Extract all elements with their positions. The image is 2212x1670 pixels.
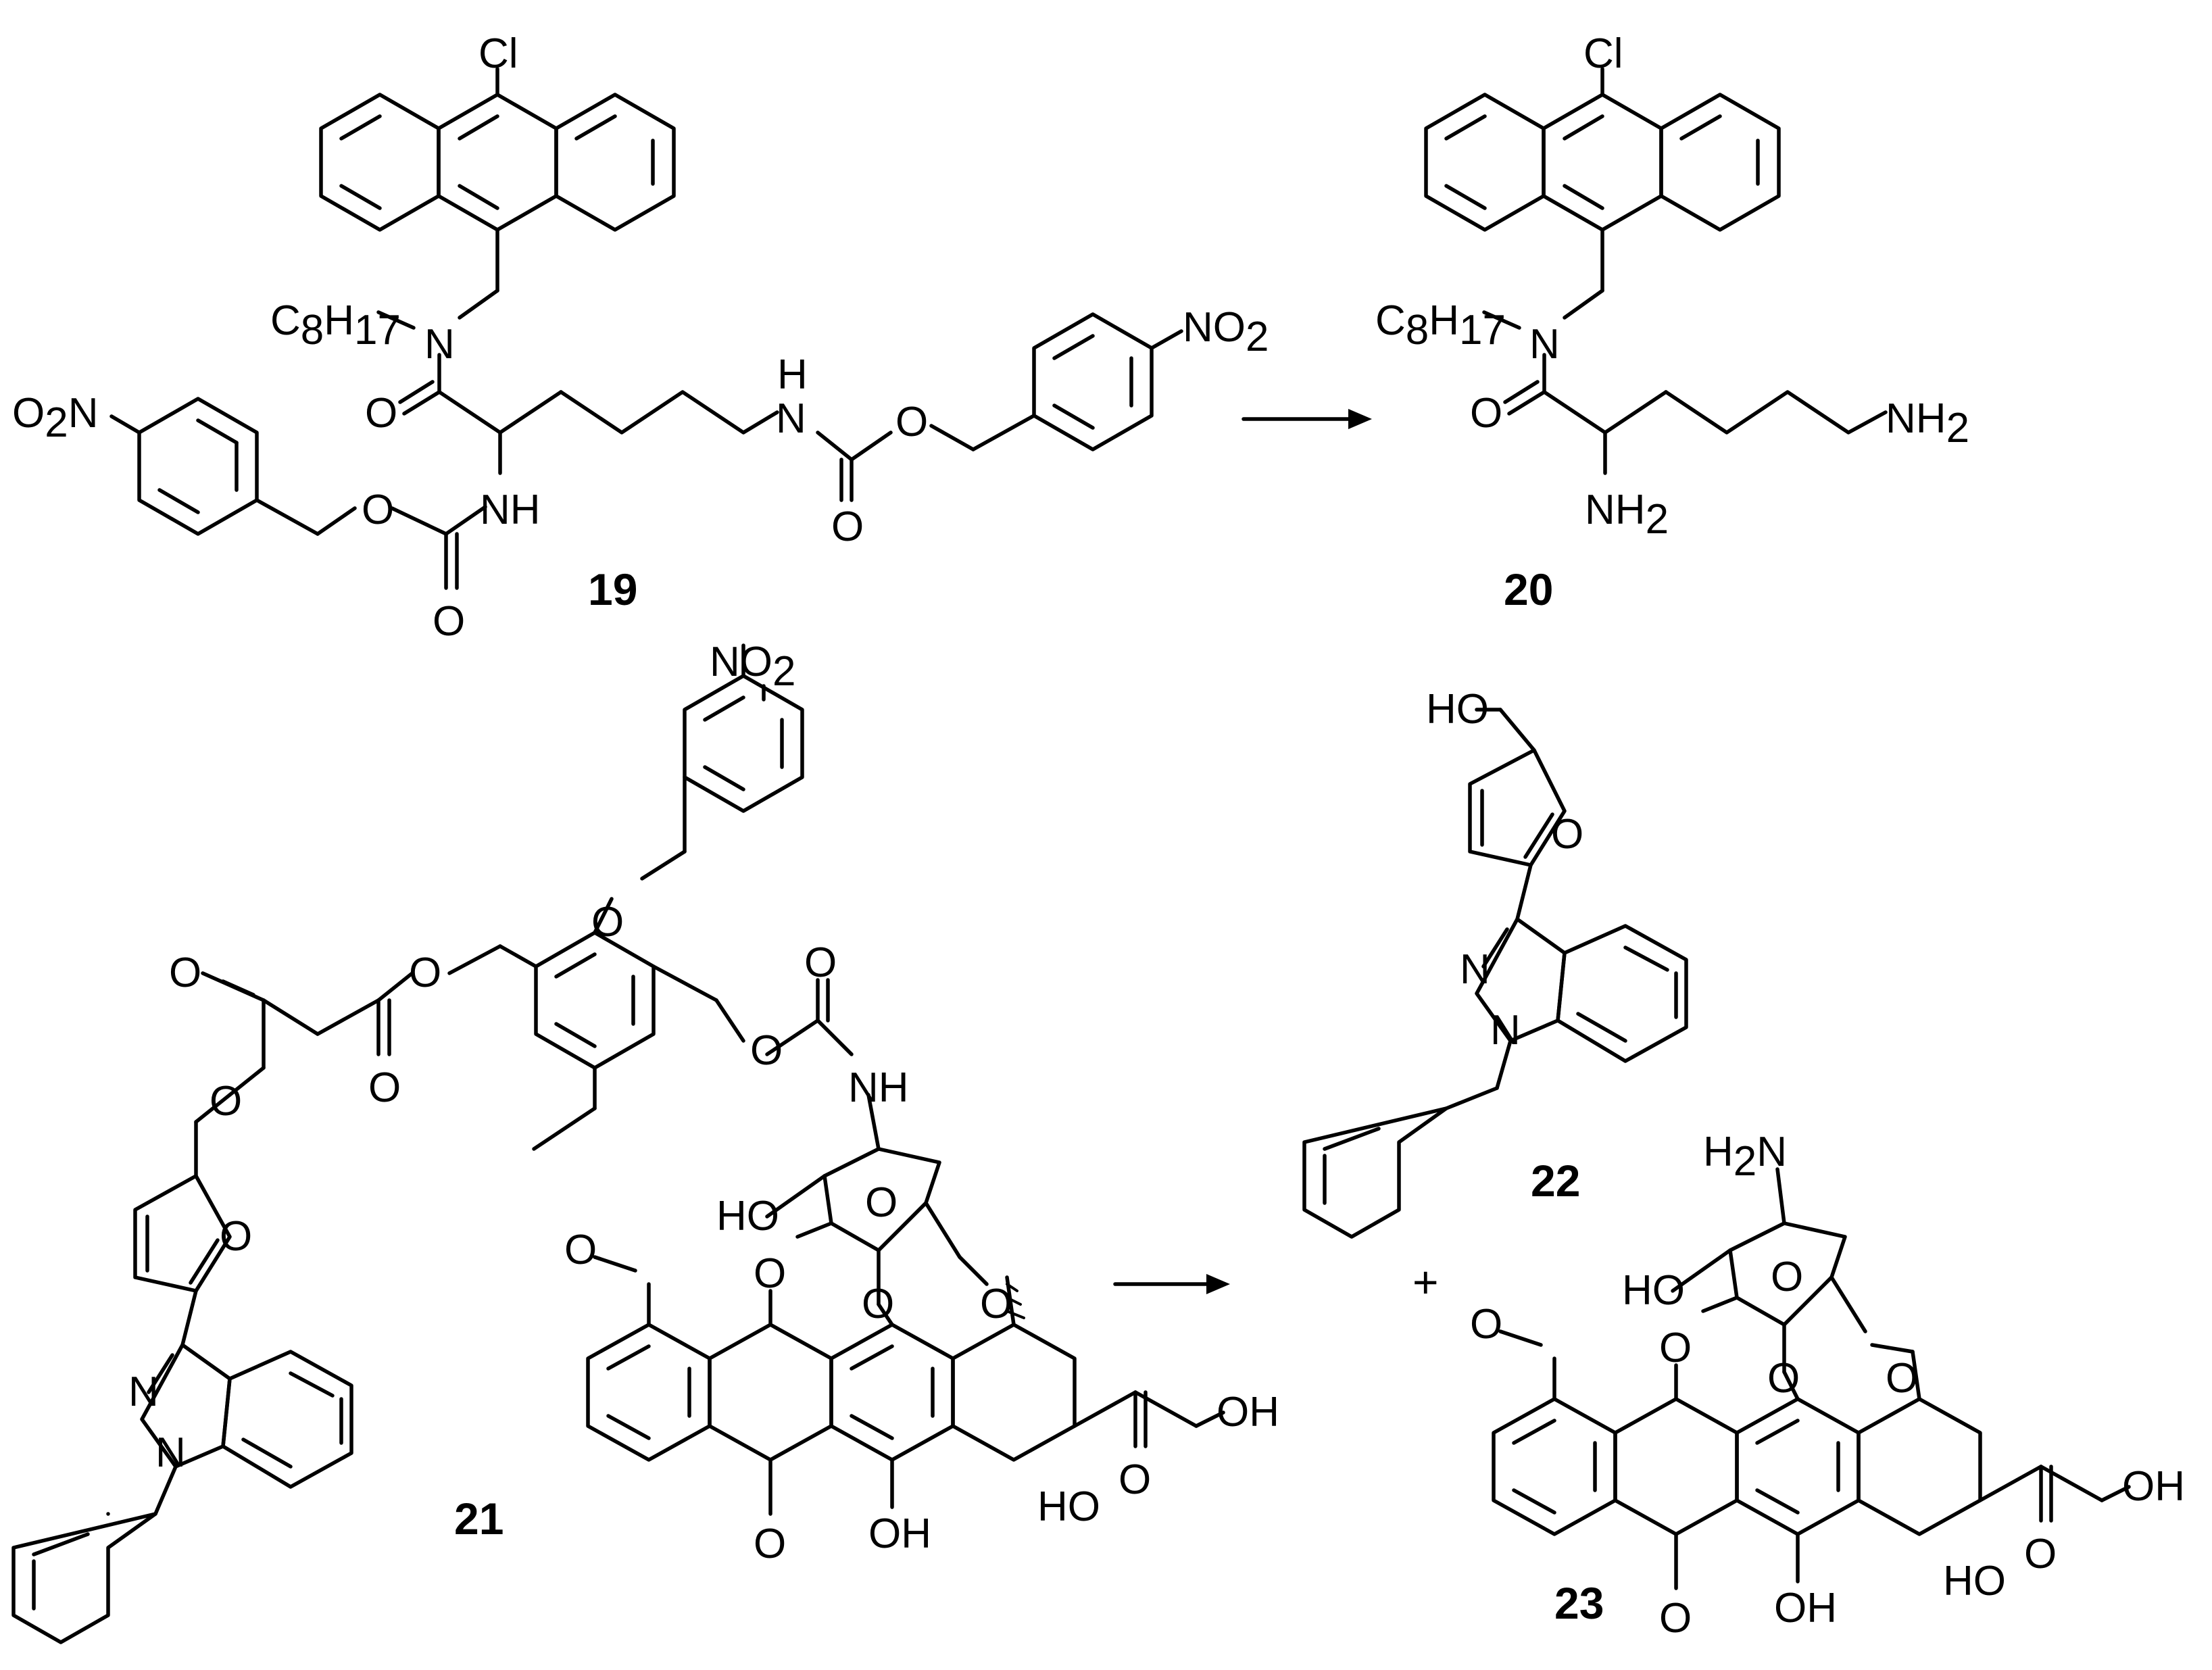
n-label-19-right: N xyxy=(776,395,806,442)
carbamate-carbonyl-o-label-21: O xyxy=(804,939,837,986)
reaction-arrow-top xyxy=(1242,409,1372,429)
h2n-label-23: H2N xyxy=(1703,1129,1787,1185)
glycoside-o-label-21-b: O xyxy=(980,1281,1012,1327)
ho-label-21-tertiary: HO xyxy=(1037,1483,1100,1530)
compound-number-22: 22 xyxy=(1531,1156,1580,1206)
compound-19-structure xyxy=(109,67,1183,590)
o-carbonyl-label-19-left: O xyxy=(433,598,465,645)
methoxy-o-label-21: O xyxy=(564,1227,597,1273)
compound-number-23: 23 xyxy=(1554,1578,1604,1628)
o-carbonyl-label-19-right: O xyxy=(831,504,864,550)
methoxy-o-label-23: O xyxy=(1470,1301,1502,1348)
compound-23-structure xyxy=(1492,1167,2131,1590)
indazole-n2-label-21: N xyxy=(128,1369,159,1415)
o-ester-label-19-left: O xyxy=(362,487,394,533)
amide-o-label-19: O xyxy=(365,390,397,437)
ketone-o-label-21: O xyxy=(1119,1456,1151,1503)
compound-number-19: 19 xyxy=(588,564,637,614)
cl-label-20: Cl xyxy=(1583,30,1623,77)
nh-label-19-left: NH xyxy=(480,487,541,533)
ho-label-21-sugar: HO xyxy=(716,1193,779,1239)
indazole-n1-label-21: N xyxy=(155,1429,186,1476)
glycoside-o-label-21-a: O xyxy=(862,1281,894,1327)
nh2-label-20-terminal: NH2 xyxy=(1886,395,1969,451)
oh-label-21-phenol: OH xyxy=(868,1511,931,1557)
ester-o-label-21-b: O xyxy=(368,1064,401,1111)
n-label-19: N xyxy=(424,321,455,368)
indazole-n1-label-22: N xyxy=(1490,1007,1521,1054)
quinone-o-label-23-top: O xyxy=(1659,1325,1692,1371)
indazole-n2-label-22: N xyxy=(1460,946,1490,993)
ho-label-22: HO xyxy=(1426,686,1489,733)
plus-sign: + xyxy=(1412,1257,1439,1307)
no2-label-21: NO2 xyxy=(710,639,795,695)
compound-21-structure xyxy=(11,643,1225,1644)
ketone-o-label-23: O xyxy=(2024,1531,2057,1577)
o-ester-label-19-right: O xyxy=(895,399,928,445)
sugar-ring-o-label-23: O xyxy=(1771,1254,1803,1300)
amide-o-label-20: O xyxy=(1470,390,1502,437)
compound-20-structure xyxy=(1424,67,1888,475)
n-label-20: N xyxy=(1529,321,1560,368)
furan-o-label-22: O xyxy=(1551,811,1583,858)
glycoside-o-label-23-a: O xyxy=(1767,1355,1800,1402)
glycoside-o-label-23-b: O xyxy=(1886,1355,1918,1402)
quinone-o-label-21-top: O xyxy=(754,1250,786,1297)
ho-label-23-sugar: HO xyxy=(1622,1267,1685,1314)
sugar-ring-o-label-21: O xyxy=(865,1179,898,1226)
c8h17-label-20: C8H17 xyxy=(1375,297,1506,353)
nh2-label-20-alpha: NH2 xyxy=(1585,487,1669,543)
o2n-label-19: O2N xyxy=(12,390,99,446)
cl-label-19: Cl xyxy=(478,30,518,77)
ho-label-23-tertiary: HO xyxy=(1943,1558,2006,1604)
compound-number-21: 21 xyxy=(454,1494,503,1544)
nh-label-21: NH xyxy=(848,1064,909,1111)
oh-label-21-primary: OH xyxy=(1216,1389,1279,1435)
furan-o-label-21: O xyxy=(220,1213,252,1260)
ester-o-label-21-a: O xyxy=(409,950,441,996)
oh-label-23-phenol: OH xyxy=(1774,1585,1837,1631)
ester-o-label-21-d: O xyxy=(210,1078,242,1125)
oh-label-23-primary: OH xyxy=(2122,1463,2185,1510)
no2-label-19: NO2 xyxy=(1183,304,1269,360)
compound-22-structure xyxy=(1302,708,1688,1239)
quinone-o-label-23-bottom: O xyxy=(1659,1595,1692,1642)
c8h17-label-19: C8H17 xyxy=(270,297,401,353)
ester-o-label-21-c: O xyxy=(169,950,201,996)
quinone-o-label-21-bottom: O xyxy=(754,1521,786,1567)
h-label-19: H xyxy=(777,351,808,398)
carbamate-o-label-21: O xyxy=(750,1027,783,1074)
compound-number-20: 20 xyxy=(1504,564,1553,614)
ether-o-label-21: O xyxy=(591,899,624,945)
reaction-arrow-bottom xyxy=(1113,1274,1230,1294)
